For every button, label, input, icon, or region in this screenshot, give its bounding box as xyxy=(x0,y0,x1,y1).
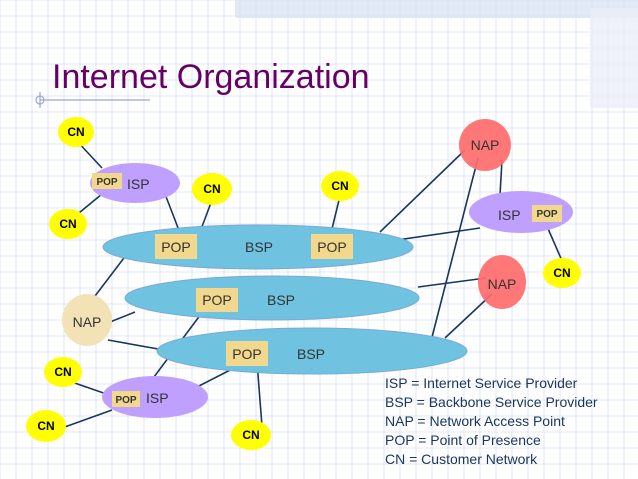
nap-label: NAP xyxy=(488,276,517,292)
link-bsp3-nap-mid xyxy=(444,293,493,339)
pop-label: POP xyxy=(536,209,557,220)
cn-node xyxy=(543,258,581,288)
pop-label: POP xyxy=(96,177,117,188)
isp-label: ISP xyxy=(127,176,150,192)
pop-box xyxy=(112,391,140,407)
link-nap-left-bsp2 xyxy=(109,311,136,323)
cn-label: CN xyxy=(54,365,71,379)
cn-label: CN xyxy=(67,125,84,139)
pop-box xyxy=(532,205,562,222)
cn-node xyxy=(44,357,82,387)
cn-node xyxy=(321,171,359,201)
pop-box xyxy=(311,234,353,259)
bsp-label: BSP xyxy=(267,292,295,308)
link-bsp1-nap-top xyxy=(379,149,466,233)
pop-box xyxy=(155,234,197,259)
cn-label: CN xyxy=(203,182,220,196)
cn-label: CN xyxy=(331,179,348,193)
pop-box xyxy=(226,341,268,366)
pop-box xyxy=(196,288,238,312)
pop-label: POP xyxy=(317,239,347,255)
cn-label: CN xyxy=(37,419,54,433)
cn-node xyxy=(231,420,271,450)
legend: ISP = Internet Service Provider BSP = Ba… xyxy=(385,375,598,467)
link-bsp2-nap-mid xyxy=(417,277,487,288)
bsp-label: BSP xyxy=(297,346,325,362)
link-nap-top-isp-right xyxy=(499,159,503,196)
link-nap-top-bsp3 xyxy=(429,157,479,346)
isp-bottom xyxy=(102,376,208,418)
nap-label: NAP xyxy=(73,314,102,330)
cn-node xyxy=(192,173,232,205)
nap-label: NAP xyxy=(471,137,500,153)
legend-item: ISP = Internet Service Provider xyxy=(385,375,578,391)
page-title: Internet Organization xyxy=(52,58,370,96)
cn-node xyxy=(26,410,66,442)
pop-label: POP xyxy=(232,346,262,362)
isp-label: ISP xyxy=(146,390,169,406)
cn-nodes xyxy=(26,117,581,450)
header-band xyxy=(235,0,638,18)
nap-middle xyxy=(478,255,526,309)
legend-item: NAP = Network Access Point xyxy=(385,413,565,429)
cn-label: CN xyxy=(59,217,76,231)
pop-label: POP xyxy=(202,292,232,308)
link-isp-top-bsp1 xyxy=(164,193,181,234)
cn-node xyxy=(49,209,87,239)
link-isp-right-cn xyxy=(545,223,564,264)
title-bullet xyxy=(35,95,45,105)
isp-label: ISP xyxy=(498,207,521,223)
cn-node xyxy=(58,117,94,147)
cn-label: CN xyxy=(242,428,259,442)
nap-left xyxy=(62,294,112,346)
isp-right xyxy=(469,191,573,233)
pop-label: POP xyxy=(161,239,191,255)
legend-item: BSP = Backbone Service Provider xyxy=(385,394,598,410)
corner-panel xyxy=(590,8,638,108)
legend-item: CN = Customer Network xyxy=(385,451,538,467)
legend-item: POP = Point of Presence xyxy=(385,432,541,448)
pop-box xyxy=(92,173,122,189)
cn-label: CN xyxy=(553,266,570,280)
link-cn2-isp-bottom xyxy=(61,409,113,429)
bsp-label: BSP xyxy=(245,239,273,255)
nap-top xyxy=(459,119,511,171)
pop-label: POP xyxy=(115,395,136,406)
